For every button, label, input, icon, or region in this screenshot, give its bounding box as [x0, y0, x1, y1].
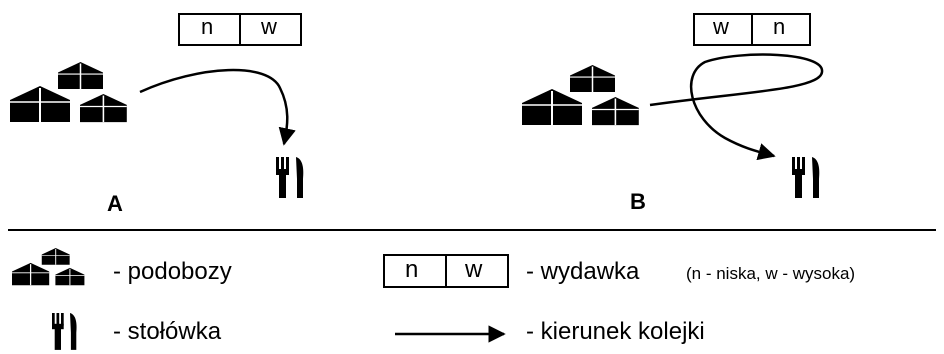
panel-a-label: A: [107, 191, 123, 216]
legend-camps-label: - podobozy: [113, 258, 232, 285]
legend-box-cell-2: w: [465, 256, 483, 283]
box-b-cell-2: n: [773, 14, 786, 39]
queue-path-a: [139, 68, 296, 146]
panel-b: [522, 13, 824, 198]
panel-b-label: B: [630, 189, 646, 214]
legend-camps-icon: [12, 248, 84, 285]
legend-distribution-label: - wydawka: [526, 258, 640, 285]
distribution-box-b: [693, 13, 811, 46]
distribution-box-a: [178, 13, 302, 46]
fork-knife-icon: [792, 157, 820, 198]
queue-path-b: [649, 53, 824, 161]
legend-distribution-note: (n - niska, w - wysoka): [686, 264, 856, 283]
box-b-cell-1: w: [713, 14, 729, 39]
legend-box-cell-1: n: [405, 256, 419, 283]
tent-group-icon: [522, 65, 639, 125]
legend-direction-label: - kierunek kolejki: [526, 318, 705, 345]
legend-box-icon: [383, 254, 509, 288]
panel-a: [10, 13, 304, 198]
fork-knife-icon: [276, 157, 304, 198]
box-a-cell-1: n: [201, 14, 214, 39]
legend-canteen-label: - stołówka: [113, 318, 222, 345]
box-a-cell-2: w: [261, 14, 277, 39]
tent-group-icon: [10, 62, 127, 122]
legend-canteen-icon: [52, 313, 77, 350]
